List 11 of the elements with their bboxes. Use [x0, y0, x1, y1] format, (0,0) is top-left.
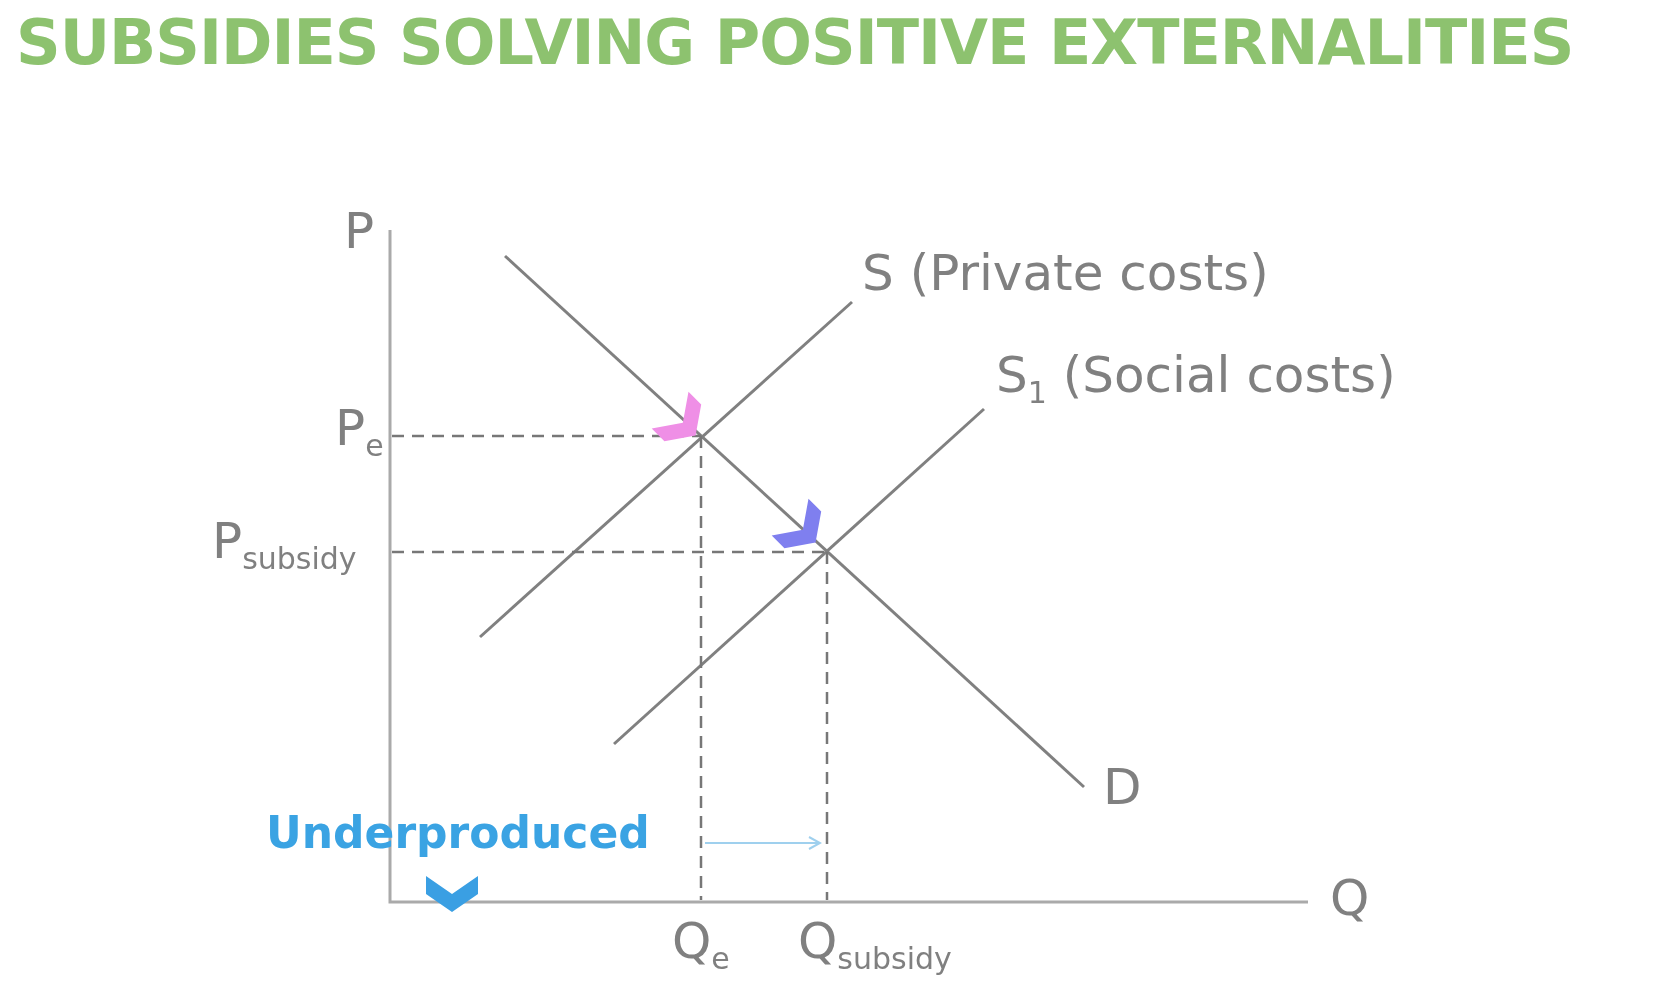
curve-label: S (Private costs)	[862, 248, 1269, 298]
annotation: Underproduced	[266, 811, 650, 855]
price-label: P$_{subsidy}$	[212, 516, 357, 574]
curve-label: S$_{1}$ (Social costs)	[996, 350, 1396, 408]
quantity-label: Q$_{e}$	[672, 916, 730, 974]
axis-label: P	[344, 206, 375, 256]
curve-label: D	[1103, 762, 1142, 812]
title: SUBSIDIES SOLVING POSITIVE EXTERNALITIES	[16, 12, 1574, 74]
price-label: P$_{e}$	[335, 403, 384, 461]
axis-label: Q	[1330, 873, 1370, 923]
quantity-label: Q$_{subsidy}$	[798, 916, 952, 974]
